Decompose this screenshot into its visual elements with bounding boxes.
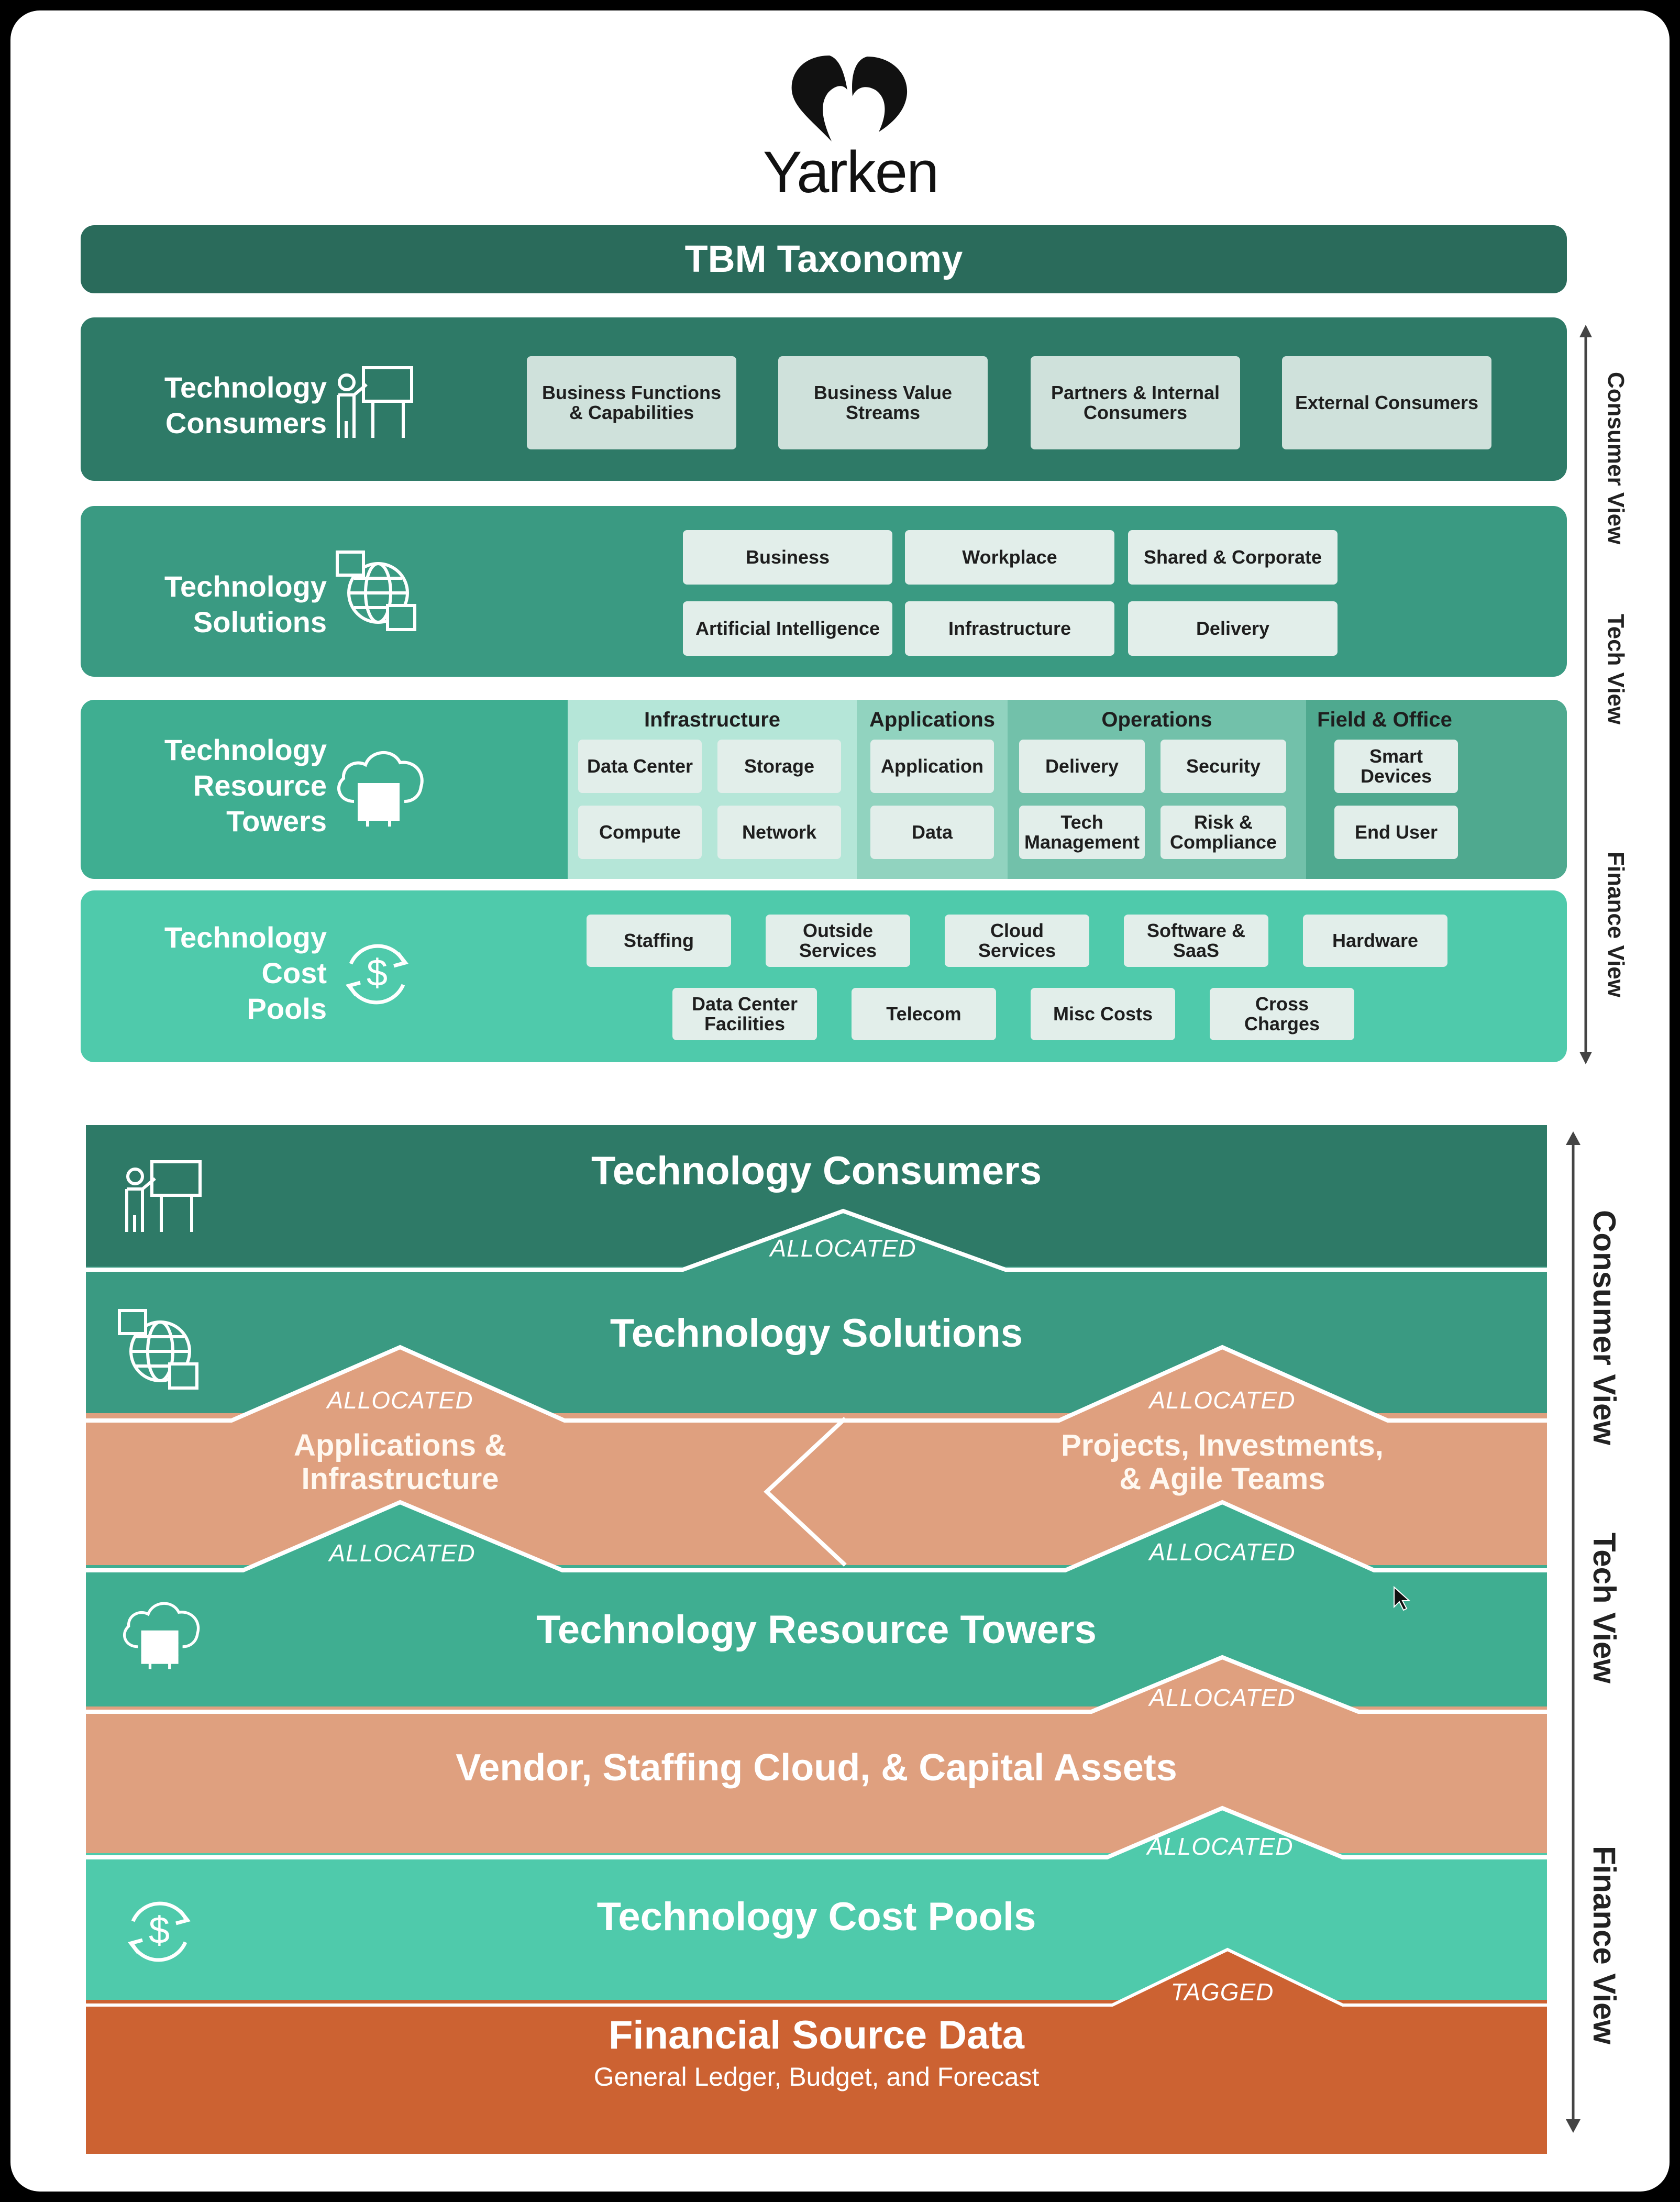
band-technology-resource-towers: Technology Resource Towers Infrastructur… [81,700,1567,879]
band-label: Technology Solutions [164,570,327,638]
solution-item-business: Business [683,530,892,585]
side-arrow-upper [1579,325,1592,1064]
tower-item-data-center: Data Center [578,740,702,793]
solution-item-delivery: Delivery [1128,601,1338,656]
side-label-consumer-view: Consumer View [1587,1210,1622,1446]
tower-item-network: Network [717,806,841,859]
allocated-label: ALLOCATED [1149,1386,1296,1414]
band-technology-cost-pools: Technology Cost Pools $ Staffing Outside… [81,890,1567,1062]
globe-puzzle-icon [335,550,418,633]
side-label-consumer-view: Consumer View [1603,372,1629,545]
cost-pool-item-misc-costs: Misc Costs [1031,988,1175,1040]
cost-pool-item-telecom: Telecom [852,988,996,1040]
flow-apps-infrastructure: Applications & Infrastructure [293,1428,507,1496]
allocation-flow: $ Technology Consumers Technology Soluti… [86,1125,1547,2154]
flow-technology-cost-pools: Technology Cost Pools [596,1895,1036,1939]
consumer-item-external: External Consumers [1282,356,1491,449]
side-arrow-lower [1566,1131,1580,2133]
dollar-cycle-icon: $ [128,1901,191,1962]
band-label: Technology Cost Pools [164,921,327,1025]
tagged-label: TAGGED [1170,1978,1274,2006]
solution-item-workplace: Workplace [905,530,1114,585]
solution-item-infrastructure: Infrastructure [905,601,1114,656]
logo-text: Yarken [762,139,940,205]
cost-pool-item-cloud-services: Cloud Services [945,915,1089,967]
side-label-tech-view: Tech View [1587,1533,1622,1683]
allocated-label: ALLOCATED [327,1386,473,1414]
mouse-cursor-icon [1394,1586,1411,1611]
band-technology-consumers: Technology Consumers Business Functions … [81,317,1567,481]
flow-projects-investments: Projects, Investments, & Agile Teams [1061,1428,1384,1496]
yarken-logo-icon [791,56,908,141]
allocated-label: ALLOCATED [1147,1833,1294,1860]
cost-pool-item-outside-services: Outside Services [766,915,910,967]
page-frame: Yarken TBM Taxonomy Technology Consumers… [10,10,1670,2192]
cost-pool-item-software-saas: Software & SaaS [1124,915,1268,967]
dollar-cycle-icon: $ [335,932,419,1016]
presenter-icon [125,1160,202,1232]
tower-item-risk-compliance: Risk & Compliance [1160,806,1286,859]
tower-group-title: Infrastructure [644,708,781,731]
band-label: Technology Resource Towers [164,733,327,838]
band-label: Technology Consumers [164,371,327,439]
consumer-item-business-functions: Business Functions & Capabilities [527,356,736,449]
allocated-label: ALLOCATED [1149,1538,1296,1566]
tower-item-end-user: End User [1334,806,1458,859]
cloud-server-icon [331,745,427,829]
flow-financial-source-subtitle: General Ledger, Budget, and Forecast [593,2062,1040,2091]
flow-technology-consumers: Technology Consumers [591,1149,1042,1193]
solution-item-ai: Artificial Intelligence [683,601,892,656]
tower-group-title: Operations [1101,708,1212,731]
tower-group-title: Field & Office [1317,708,1452,731]
tower-item-delivery: Delivery [1019,740,1145,793]
tower-item-security: Security [1160,740,1286,793]
side-label-tech-view: Tech View [1603,614,1629,725]
flow-shapes [86,1125,1547,2154]
svg-text:$: $ [149,1910,170,1952]
flow-financial-source-data: Financial Source Data [608,2013,1025,2057]
tower-item-tech-management: Tech Management [1019,806,1145,859]
cloud-server-icon [123,1602,200,1669]
consumer-item-value-streams: Business Value Streams [778,356,988,449]
band-technology-solutions: Technology Solutions Business Workplace … [81,506,1567,677]
flow-technology-resource-towers: Technology Resource Towers [536,1608,1097,1652]
tower-item-compute: Compute [578,806,702,859]
svg-text:$: $ [367,952,388,994]
cost-pool-item-hardware: Hardware [1303,915,1447,967]
allocated-label: ALLOCATED [1149,1684,1296,1711]
side-label-finance-view: Finance View [1603,852,1629,997]
tower-item-application: Application [870,740,994,793]
taxonomy-title: TBM Taxonomy [81,225,1567,293]
flow-technology-solutions: Technology Solutions [610,1311,1023,1356]
tower-group-title: Applications [869,708,996,731]
allocated-label: ALLOCATED [770,1235,916,1262]
globe-puzzle-icon [118,1309,198,1390]
flow-vendor-staffing: Vendor, Staffing Cloud, & Capital Assets [456,1747,1177,1789]
cost-pool-item-cross-charges: Cross Charges [1210,988,1354,1040]
cost-pool-item-staffing: Staffing [587,915,731,967]
tower-item-smart-devices: Smart Devices [1334,740,1458,793]
side-label-finance-view: Finance View [1587,1846,1622,2045]
solution-item-shared-corporate: Shared & Corporate [1128,530,1338,585]
tower-item-storage: Storage [717,740,841,793]
presenter-icon [331,362,415,441]
tower-item-data: Data [870,806,994,859]
allocated-label: ALLOCATED [329,1539,476,1567]
cost-pool-item-data-center-facilities: Data Center Facilities [672,988,817,1040]
consumer-item-partners: Partners & Internal Consumers [1031,356,1240,449]
